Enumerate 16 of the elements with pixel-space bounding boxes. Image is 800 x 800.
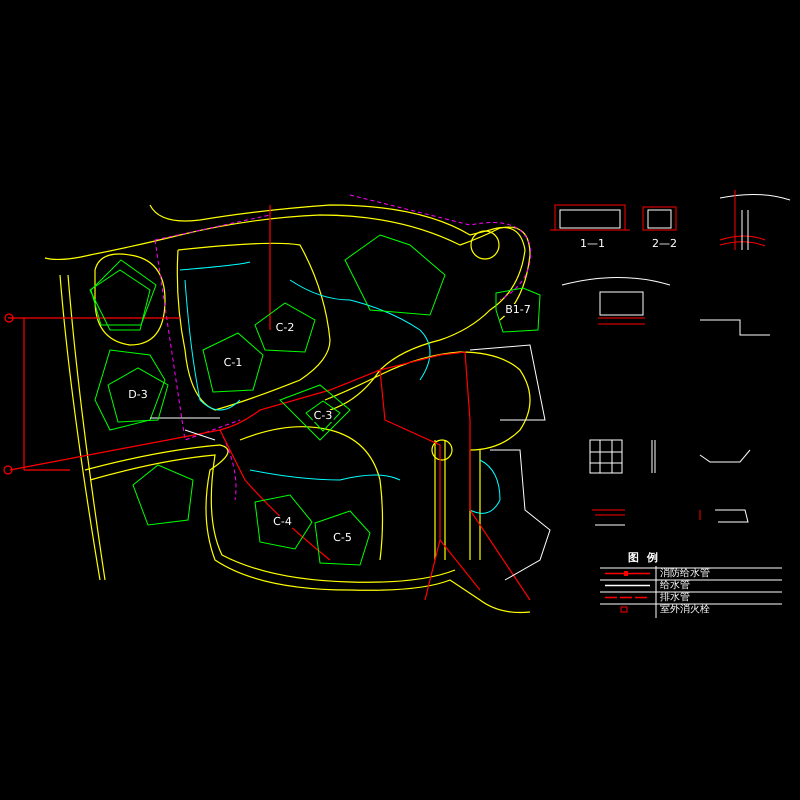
building-label: C-3 <box>312 410 334 422</box>
building-label: C-2 <box>274 322 296 334</box>
building-outline <box>303 398 343 434</box>
legend-title: 图例 <box>628 552 666 564</box>
building-label: B1-7 <box>504 304 532 316</box>
legend-text: 室外消火栓 <box>660 604 710 615</box>
section-label: 2—2 <box>652 238 677 250</box>
legend-text: 消防给水管 <box>660 568 710 579</box>
legend-text: 给水管 <box>660 580 690 591</box>
section-label: 1—1 <box>580 238 605 250</box>
legend-text: 排水管 <box>660 592 690 603</box>
building-label: C-5 <box>332 532 353 544</box>
building-label: C-4 <box>272 516 293 528</box>
building-label: D-3 <box>127 389 149 401</box>
building-label: C-1 <box>222 356 244 368</box>
building-outline <box>493 285 543 335</box>
